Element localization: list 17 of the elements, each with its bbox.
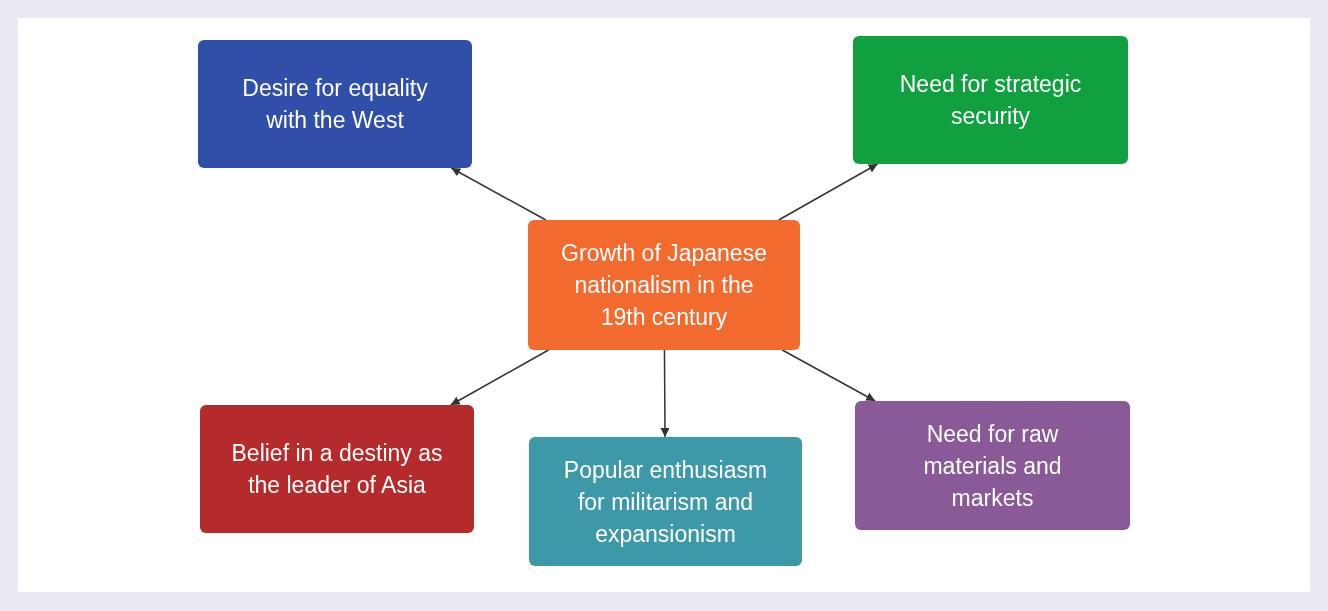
arrow [450, 349, 550, 406]
arrow [660, 349, 670, 438]
topic-box [200, 405, 474, 533]
box-text: Belief in a destiny as the leader of Asia [230, 439, 444, 500]
box-text: Growth of Japanese nationalism in the 19th century [560, 239, 768, 332]
topic-box [528, 220, 800, 350]
topic-box [198, 40, 472, 168]
topic-box [853, 36, 1128, 164]
box-text: Need for raw materials and markets [922, 419, 1063, 513]
box-text: Popular enthusiasm for militarism and expansionism [562, 455, 769, 549]
box-text: Need for strategic security [898, 70, 1083, 131]
topic-box [855, 401, 1130, 530]
topic-box [529, 437, 802, 566]
arrow [450, 167, 547, 221]
box-text: Desire for equality with the West [241, 74, 429, 135]
arrow [781, 349, 876, 402]
arrow [777, 163, 879, 221]
